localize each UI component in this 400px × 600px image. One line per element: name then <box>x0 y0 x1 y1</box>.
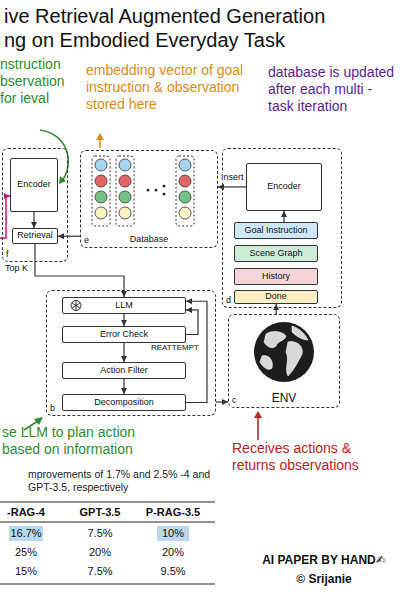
node-text: b <box>50 404 55 414</box>
table-cell: 16.7% <box>0 527 52 540</box>
process-box: Decomposition <box>62 394 186 411</box>
connector <box>186 310 198 335</box>
watermark: © Srijanie <box>250 572 398 586</box>
edge-label: REATTEMPT <box>150 344 200 353</box>
node-text: Database <box>81 235 217 245</box>
node-text: History <box>262 272 290 282</box>
process-box: Encoder <box>246 163 322 211</box>
process-box: Retrieval <box>12 228 58 244</box>
node-text: Error Check <box>100 330 148 340</box>
process-box: History <box>234 268 318 285</box>
annotation: embedding vector of goal instruction & o… <box>86 62 246 112</box>
dashed-region: cENV <box>228 314 340 408</box>
process-box: Encoder <box>10 158 58 212</box>
process-box: Scene Graph <box>234 245 318 262</box>
node-text: Done <box>265 292 287 302</box>
node-text: Goal Instruction <box>244 226 307 236</box>
watermark: AI PAPER BY HAND✍ <box>250 553 398 567</box>
table-cell: 9.5% <box>140 565 206 578</box>
table-header: GPT-3.5 <box>72 506 128 519</box>
connector <box>283 211 284 222</box>
node-text: Encoder <box>267 182 301 192</box>
dashed-region: d EncoderGoal InstructionScene GraphHisto… <box>222 148 342 308</box>
node-text: ENV <box>229 392 339 405</box>
table-cell: 10% <box>140 527 206 540</box>
annotation: Receives actions & returns observations <box>232 440 392 474</box>
edge-label: Top K <box>4 264 29 274</box>
table-header: P-RAG-3.5 <box>140 506 206 519</box>
dashed-region: f EncoderRetrieval <box>2 148 68 262</box>
node-text: Retrieval <box>17 231 53 241</box>
process-box: Goal Instruction <box>234 222 318 239</box>
connector <box>123 379 124 394</box>
connector <box>123 314 124 326</box>
dashed-region: eDatabase <box>80 150 218 248</box>
process-box: Action Filter <box>62 362 186 379</box>
process-box: LLM <box>62 297 186 314</box>
table-cell: 7.5% <box>72 565 128 578</box>
node-text: Action Filter <box>100 366 148 376</box>
node-text: e <box>84 236 89 246</box>
edge-label: Insert <box>220 173 245 183</box>
dashed-region: b LLM Error CheckAction FilterDecompositio… <box>46 290 216 416</box>
process-box: Error Check <box>62 326 186 343</box>
node-text: Decomposition <box>94 398 154 408</box>
table-cell: 20% <box>140 546 206 559</box>
node-text: c <box>232 396 237 406</box>
table-cell: 25% <box>0 546 52 559</box>
process-box: Done <box>234 290 318 304</box>
node-text: Encoder <box>17 180 51 190</box>
connector <box>58 236 80 237</box>
connector <box>276 304 277 314</box>
node-text: f <box>6 250 9 260</box>
table-caption: mprovements of 1.7% and 2.5% -4 and GPT-… <box>28 468 213 493</box>
connector <box>123 343 124 362</box>
table-cell: 7.5% <box>72 527 128 540</box>
node-text: d <box>226 296 231 306</box>
annotation: nstruction bservation for ieval <box>0 56 74 106</box>
annotation: se LLM to plan action based on informati… <box>2 424 177 458</box>
title: ive Retrieval Augmented Generation ng on… <box>4 4 339 53</box>
connector <box>33 212 34 228</box>
table-header: -RAG-4 <box>0 506 52 519</box>
annotation: database is updated after each multi - t… <box>268 64 396 114</box>
node-text: Scene Graph <box>249 249 302 259</box>
table-cell: 20% <box>72 546 128 559</box>
table-cell: 15% <box>0 565 52 578</box>
connector <box>216 401 228 402</box>
node-text: LLM <box>115 301 133 311</box>
